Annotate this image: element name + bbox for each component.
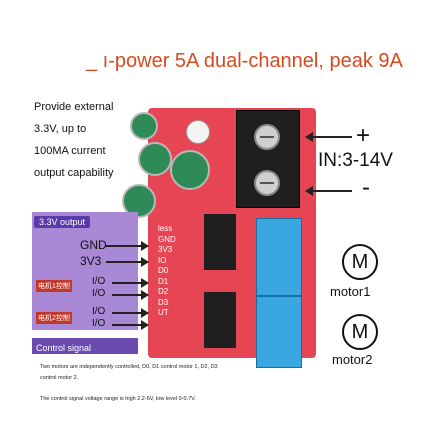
arrow-right-icon <box>112 320 149 330</box>
supply-line: 100MA current <box>34 145 106 157</box>
supply-line: Provide external <box>34 101 114 113</box>
motor-icon: M <box>342 314 378 350</box>
pin-label: I/O <box>92 306 106 317</box>
white-button-icon <box>186 120 210 144</box>
voltage-note: The control signal voltage range is high… <box>40 396 196 402</box>
control-signal-strip: Control signal <box>32 338 138 354</box>
pin-label: I/O <box>92 318 106 329</box>
screw-icon <box>254 124 280 150</box>
arrow-right-icon <box>106 257 149 267</box>
silk-label: D0 <box>158 266 169 275</box>
control-signal-label: Control signal <box>36 343 92 353</box>
control-tag: 电机1控制 <box>36 280 72 292</box>
motor-terminal <box>256 218 302 296</box>
description: Two motors are independently controlled,… <box>40 362 300 384</box>
motor-symbol: M <box>351 251 369 273</box>
pin-label: I/O <box>92 276 106 287</box>
supply-line: 3.3V, up to <box>34 123 87 135</box>
power-input-label: IN:3-14V <box>318 150 393 171</box>
arrow-left-icon <box>306 190 352 192</box>
capacitor-icon <box>170 150 210 190</box>
supply-note: Provide external 3.3V, up to 100MA curre… <box>34 96 134 184</box>
arrow-left-icon <box>306 136 352 138</box>
arrow-right-icon <box>112 290 149 300</box>
power-plus: + <box>356 122 371 149</box>
silk-label: GND <box>158 234 176 244</box>
silk-label: D2 <box>158 287 169 296</box>
capacitor-icon <box>130 112 158 140</box>
description-line: control motor 2. <box>40 375 79 381</box>
arrow-right-icon <box>106 241 149 251</box>
arrow-right-icon <box>112 278 149 288</box>
silk-label: D1 <box>158 276 169 286</box>
silk-label: IO <box>158 255 167 265</box>
motor-symbol: M <box>351 321 369 343</box>
motor-label: motor1 <box>330 284 371 299</box>
control-tag: 电机2控制 <box>36 312 72 324</box>
capacitor-icon <box>138 142 172 176</box>
headline: _ ı-power 5A dual-channel, peak 9A <box>86 50 403 72</box>
description-line: Two motors are independently controlled,… <box>40 364 218 370</box>
silk-label: less <box>158 224 173 233</box>
motor-terminal <box>256 296 302 368</box>
pin-label: GND <box>80 238 107 252</box>
pin-label: I/O <box>92 288 106 299</box>
supply-line: output capability <box>34 167 114 179</box>
driver-chip <box>204 214 236 270</box>
pin-header-label: 3.3V output <box>34 216 91 228</box>
arrow-right-icon <box>112 308 149 318</box>
silk-label: 3V3 <box>158 245 173 254</box>
driver-chip <box>204 292 236 348</box>
screw-icon <box>254 170 280 196</box>
pin-label: 3V3 <box>80 254 102 268</box>
silk-label: UT <box>158 308 169 317</box>
silk-label: D3 <box>158 297 169 307</box>
power-minus: - <box>362 174 370 201</box>
pin-panel <box>32 212 138 330</box>
motor-icon: M <box>342 244 378 280</box>
motor-label: motor2 <box>332 352 373 367</box>
board-silkscreen: less GND 3V3 IO D0 D1 D2 D3 UT <box>158 224 186 319</box>
